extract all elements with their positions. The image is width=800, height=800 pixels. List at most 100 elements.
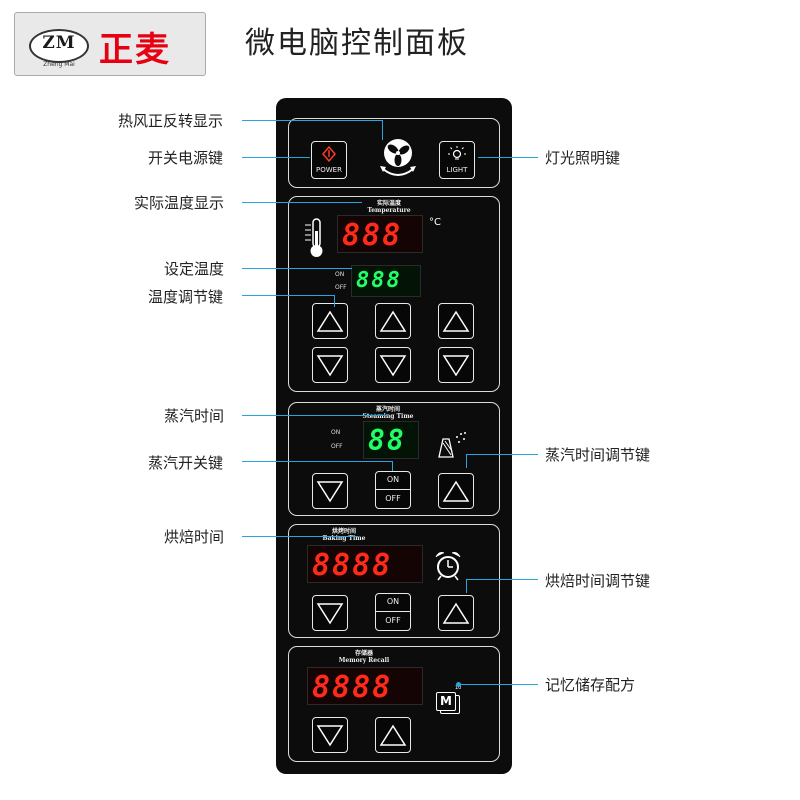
arrow-up-icon xyxy=(442,602,470,624)
arrow-up-icon xyxy=(316,310,344,332)
light-button[interactable]: LIGHT xyxy=(439,141,475,179)
callout-line-steam-adjust-v xyxy=(466,454,467,468)
fan-icon xyxy=(380,139,416,176)
baking-section: 烘烤时间 Baking Time 8888 ON OFF xyxy=(288,524,500,638)
arrow-down-icon xyxy=(316,355,344,377)
callout-line-memory xyxy=(460,684,538,685)
baking-time-value: 8888 xyxy=(312,548,393,583)
steam-on-off-button[interactable]: ON OFF xyxy=(375,471,411,509)
steam-icon xyxy=(435,429,469,459)
power-icon xyxy=(322,145,336,163)
callout-line-steam-switch xyxy=(242,461,392,462)
baking-button-divider xyxy=(376,611,410,612)
memory-recall-display: 8888 xyxy=(307,667,423,705)
control-panel: POWER LIGHT xyxy=(276,98,512,774)
memory-title-cn: 存储器 xyxy=(354,650,373,657)
callout-bake-time: 烘焙时间 xyxy=(164,528,225,546)
callout-line-light xyxy=(478,157,538,158)
light-label: LIGHT xyxy=(446,166,468,174)
steaming-title-en: Steaming Time xyxy=(362,413,414,420)
set-temperature-display: 888 xyxy=(351,265,421,297)
callout-line-set-temp xyxy=(242,268,352,269)
callout-line-power xyxy=(242,157,310,158)
arrow-down-icon xyxy=(379,355,407,377)
temp-down-button-3[interactable] xyxy=(438,347,474,383)
steaming-time-display: 88 xyxy=(363,421,419,459)
callout-line-steam-adjust xyxy=(466,454,538,455)
callout-dot-memory xyxy=(456,682,461,687)
logo-badge: ZM Zheng Mai xyxy=(29,29,89,68)
alarm-clock-icon xyxy=(433,549,463,581)
set-temperature-value: 888 xyxy=(356,268,402,293)
temp-down-button-1[interactable] xyxy=(312,347,348,383)
memory-down-button[interactable] xyxy=(312,717,348,753)
steam-button-divider xyxy=(376,489,410,490)
actual-temperature-display: 888 xyxy=(337,215,423,253)
callout-fan-display: 热风正反转显示 xyxy=(118,112,224,130)
callout-line-temp-adjust-v xyxy=(334,295,335,307)
page-title: 微电脑控制面板 xyxy=(245,26,469,61)
callout-line-fan-v xyxy=(382,120,383,140)
callout-memory: 记忆储存配方 xyxy=(545,676,636,694)
callout-line-steam-time xyxy=(242,415,388,416)
baking-on-off-button[interactable]: ON OFF xyxy=(375,593,411,631)
baking-up-button[interactable] xyxy=(438,595,474,631)
memory-badge-front: M xyxy=(436,692,456,711)
memory-badge-letter: M xyxy=(440,694,452,708)
baking-down-button[interactable] xyxy=(312,595,348,631)
callout-steam-adjust: 蒸汽时间调节键 xyxy=(545,446,651,464)
thermometer-icon xyxy=(303,217,329,259)
temp-up-button-1[interactable] xyxy=(312,303,348,339)
steam-down-button[interactable] xyxy=(312,473,348,509)
set-temp-off-label: OFF xyxy=(335,284,347,291)
memory-recall-value: 8888 xyxy=(312,670,393,705)
light-bulb-icon xyxy=(448,146,466,160)
memory-section: 存储器 Memory Recall 8888 M 10 xyxy=(288,646,500,762)
callout-temp-adjust: 温度调节键 xyxy=(148,288,224,306)
temperature-unit: °C xyxy=(429,217,441,228)
temperature-title-cn: 实际温度 xyxy=(376,200,401,207)
temperature-title-en: Temperature xyxy=(367,207,411,214)
callout-power-key: 开关电源键 xyxy=(148,149,224,167)
actual-temperature-value: 888 xyxy=(342,218,403,253)
baking-button-off-label: OFF xyxy=(385,616,401,625)
baking-title-cn: 烘烤时间 xyxy=(331,528,356,535)
temp-up-button-2[interactable] xyxy=(375,303,411,339)
callout-line-bake-time xyxy=(242,536,358,537)
power-button[interactable]: POWER xyxy=(311,141,347,179)
top-section: POWER LIGHT xyxy=(288,118,500,188)
steam-up-button[interactable] xyxy=(438,473,474,509)
arrow-up-icon xyxy=(379,724,407,746)
callout-set-temp: 设定温度 xyxy=(164,260,225,278)
memory-up-button[interactable] xyxy=(375,717,411,753)
arrow-down-icon xyxy=(316,481,344,503)
arrow-down-icon xyxy=(316,725,344,747)
baking-time-display: 8888 xyxy=(307,545,423,583)
callout-bake-adjust: 烘焙时间调节键 xyxy=(545,572,651,590)
steaming-time-value: 88 xyxy=(368,424,406,457)
arrow-up-icon xyxy=(442,310,470,332)
callout-line-temp-adjust xyxy=(242,295,334,296)
callout-actual-temp: 实际温度显示 xyxy=(134,194,225,212)
temp-up-button-3[interactable] xyxy=(438,303,474,339)
callout-steam-switch: 蒸汽开关键 xyxy=(148,454,224,472)
fan-rotation-indicator xyxy=(375,131,421,181)
memory-badge-count: 10 xyxy=(455,685,462,691)
logo-mark: ZM xyxy=(42,33,76,53)
memory-badge-icon[interactable]: M 10 xyxy=(435,685,463,714)
brand-logo: ZM Zheng Mai 正麦 xyxy=(14,12,206,76)
callout-line-actual-temp xyxy=(242,202,362,203)
callout-line-fan xyxy=(242,120,382,121)
steam-button-off-label: OFF xyxy=(385,494,401,503)
power-label: POWER xyxy=(316,166,342,174)
arrow-up-icon xyxy=(379,310,407,332)
temp-down-button-2[interactable] xyxy=(375,347,411,383)
steam-on-label: ON xyxy=(331,429,341,436)
callout-line-bake-adjust-v xyxy=(466,579,467,593)
logo-subtext: Zheng Mai xyxy=(43,61,75,68)
baking-button-on-label: ON xyxy=(386,597,400,606)
callout-steam-time: 蒸汽时间 xyxy=(164,407,225,425)
callout-light-key: 灯光照明键 xyxy=(545,149,621,167)
steaming-title-cn: 蒸汽时间 xyxy=(375,406,400,413)
logo-brand-name: 正麦 xyxy=(99,30,171,70)
